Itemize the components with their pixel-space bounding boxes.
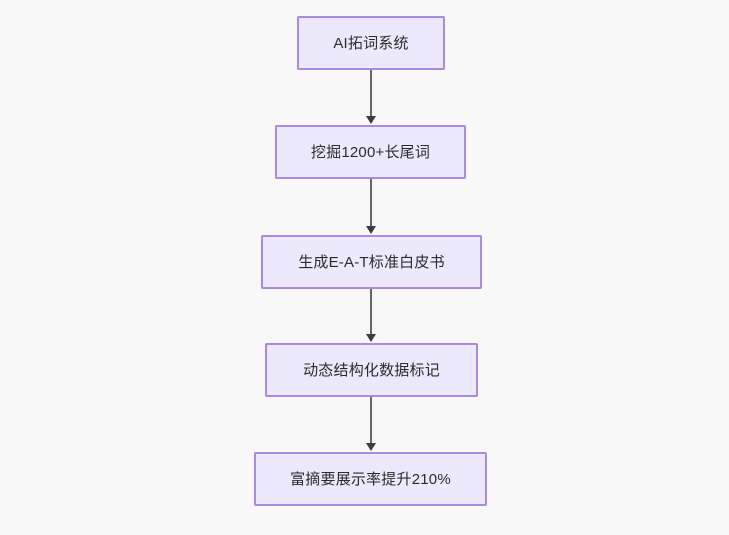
flowchart-node-label: 动态结构化数据标记 bbox=[303, 361, 440, 379]
flowchart-node-mine-longtail-keywords[interactable]: 挖掘1200+长尾词 bbox=[275, 125, 466, 179]
flowchart-node-dynamic-structured-data-markup[interactable]: 动态结构化数据标记 bbox=[265, 343, 478, 397]
flowchart-node-label: 生成E-A-T标准白皮书 bbox=[298, 253, 445, 271]
arrow-down-icon bbox=[366, 116, 376, 124]
arrow-down-icon bbox=[366, 443, 376, 451]
flowchart-node-generate-eat-whitepaper[interactable]: 生成E-A-T标准白皮书 bbox=[261, 235, 482, 289]
flowchart-node-rich-snippet-rate-increase[interactable]: 富摘要展示率提升210% bbox=[254, 452, 487, 506]
flowchart-edge-n3-n4 bbox=[370, 397, 372, 446]
arrow-down-icon bbox=[366, 334, 376, 342]
flowchart-edge-n0-n1 bbox=[370, 70, 372, 119]
flowchart-node-ai-keyword-system[interactable]: AI拓词系统 bbox=[297, 16, 445, 70]
flowchart-node-label: AI拓词系统 bbox=[333, 34, 409, 52]
flowchart-edge-n1-n2 bbox=[370, 179, 372, 229]
flowchart-edge-n2-n3 bbox=[370, 289, 372, 337]
flowchart-node-label: 挖掘1200+长尾词 bbox=[310, 143, 431, 161]
flowchart-node-label: 富摘要展示率提升210% bbox=[290, 470, 451, 488]
arrow-down-icon bbox=[366, 226, 376, 234]
